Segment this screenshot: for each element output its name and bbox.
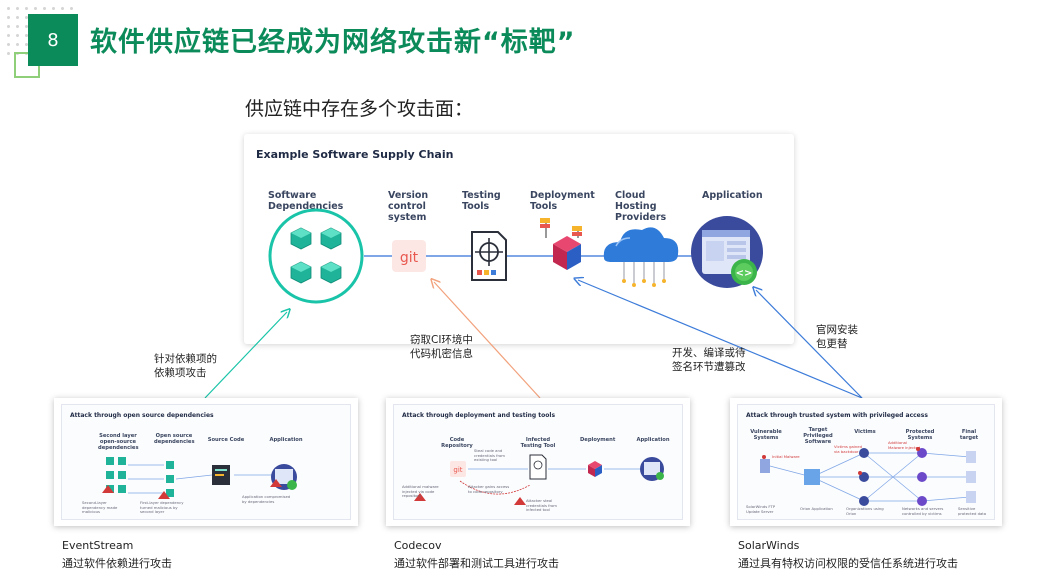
screenshot-note: Sensitive protected data [958, 506, 987, 516]
screenshot-label: Infected Testing Tool [520, 437, 556, 449]
deployment-cube-icon [540, 218, 582, 270]
annotation-installer-replaced: 官网安装 包更替 [816, 323, 858, 351]
screenshot-label: Victims [854, 429, 876, 435]
dependency-cubes-icon [268, 208, 364, 304]
screenshot-label: Deployment [580, 437, 616, 443]
screenshot-note: Attacker gains access to code repository [468, 484, 510, 494]
svg-text:<>: <> [736, 268, 753, 279]
screenshot-frame: Attack through open source dependencies … [61, 404, 351, 520]
screenshot-note: Second-layer dependency made malicious [82, 500, 118, 515]
annotation-line: 依赖项攻击 [154, 367, 207, 379]
annotation-ci-secrets: 窃取CI环境中 代码机密信息 [410, 333, 473, 361]
case-screenshot-eventstream: Attack through open source dependencies … [54, 398, 358, 526]
case-screenshot-codecov: Attack through deployment and testing to… [386, 398, 690, 526]
case-name-solarwinds: SolarWinds [738, 539, 800, 552]
stage-label-dependencies: Software Dependencies [268, 190, 344, 212]
case-description-solarwinds: 通过具有特权访问权限的受信任系统进行攻击 [738, 557, 958, 570]
screenshot-title: Attack through trusted system with privi… [746, 412, 928, 419]
screenshot-label: Code Repository [441, 437, 473, 449]
screenshot-note: Additional Malware injected [888, 440, 921, 450]
screenshot-label: Second layer open-source dependencies [98, 433, 139, 451]
stage-label-deployment: Deployment Tools [530, 190, 595, 212]
screenshot-label: Vulnerable Systems [750, 429, 782, 441]
annotation-line: 开发、编译或待 [672, 347, 746, 359]
case-name-eventstream: EventStream [62, 539, 134, 552]
screenshot-label: Open source dependencies [154, 433, 195, 445]
codecov-mini-diagram: git [414, 454, 664, 505]
screenshot-frame: Attack through trusted system with privi… [737, 404, 995, 520]
annotation-build-tamper: 开发、编译或待 签名环节遭篡改 [672, 346, 746, 374]
solarwinds-mini-diagram [760, 447, 976, 506]
annotation-line: 代码机密信息 [410, 348, 473, 360]
screenshot-label: Target Privileged Software [803, 427, 833, 445]
screenshot-note: Orion Application [800, 506, 833, 511]
screenshot-label: Protected Systems [905, 429, 935, 441]
cloud-icon [603, 227, 679, 287]
screenshot-note: Additional malware injected via code rep… [402, 484, 439, 499]
annotation-line: 窃取CI环境中 [410, 334, 473, 346]
annotation-line: 针对依赖项的 [154, 353, 217, 365]
slide-subtitle: 供应链中存在多个攻击面： [245, 98, 474, 120]
slide-title: 软件供应链已经成为网络攻击新“标靶” [90, 27, 576, 58]
screenshot-note: First-layer dependency turned malicious … [140, 500, 184, 515]
diagram-title: Example Software Supply Chain [256, 148, 454, 161]
screenshot-title: Attack through deployment and testing to… [402, 412, 556, 419]
screenshot-label: Application [269, 437, 303, 443]
case-name-codecov: Codecov [394, 539, 442, 552]
stage-label-testing: Testing Tools [462, 190, 501, 212]
stage-label-cloud: Cloud Hosting Providers [615, 190, 667, 223]
case-description-codecov: 通过软件部署和测试工具进行攻击 [394, 557, 559, 570]
annotation-dependency-attack: 针对依赖项的 依赖项攻击 [154, 352, 217, 380]
screenshot-note: Organizations using Orion [846, 506, 884, 516]
case-screenshot-solarwinds: Attack through trusted system with privi… [730, 398, 1002, 526]
screenshot-label: Final target [959, 429, 979, 441]
screenshot-note: Networks and servers controlled by victi… [902, 506, 944, 516]
annotation-line: 官网安装 [816, 324, 858, 336]
screenshot-note: SolarWinds FTP Update Server [746, 504, 776, 514]
annotation-line: 包更替 [816, 338, 848, 350]
application-window-icon: <> [691, 216, 763, 288]
screenshot-note: Victims gained via backdoor [834, 444, 863, 454]
code-gear-icon: <> [731, 259, 757, 285]
git-icon-text: git [400, 250, 419, 266]
slide-number: 8 [47, 29, 59, 51]
case-description-eventstream: 通过软件依赖进行攻击 [62, 557, 172, 570]
svg-text:git: git [453, 466, 462, 474]
testing-document-icon [471, 231, 507, 281]
stage-label-application: Application [702, 190, 763, 201]
supply-chain-diagram: Example Software Supply Chain Software D… [244, 134, 794, 344]
stage-label-version-control: Version control system [388, 190, 429, 223]
screenshot-label: Source Code [207, 437, 245, 443]
diagram-graphics: git [268, 208, 763, 304]
screenshot-note: Initial Malware [772, 454, 800, 459]
screenshot-label: Application [636, 437, 670, 443]
screenshot-title: Attack through open source dependencies [70, 412, 214, 419]
slide-number-badge: 8 [28, 14, 78, 66]
git-icon: git [392, 240, 426, 272]
screenshot-note: Application compromised by dependencies [242, 494, 291, 504]
eventstream-mini-diagram [102, 457, 297, 499]
annotation-line: 签名环节遭篡改 [672, 361, 746, 373]
screenshot-frame: Attack through deployment and testing to… [393, 404, 683, 520]
screenshot-note: Attacker steal credentials from infected… [526, 498, 557, 513]
screenshot-note: Steal code and credentials from existing… [474, 448, 505, 463]
